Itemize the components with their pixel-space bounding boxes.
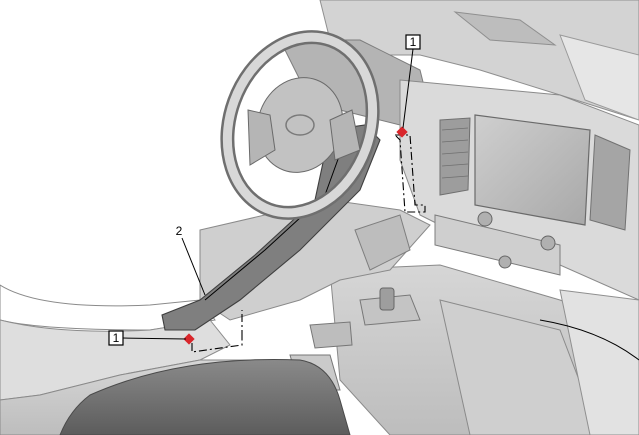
center-vent [439,117,471,196]
right-door-trim [559,289,639,435]
callout-1-lower-leader [122,337,187,340]
a-pillar-trim-highlight [204,139,346,301]
climate-knob-left [477,211,493,227]
upper-clip-location-outline [393,134,426,213]
console-side-panel [439,299,601,435]
a-pillar-trim-panel [161,124,381,331]
callout-2-leader [181,237,206,296]
dashboard-right-panel [559,34,639,121]
steering-wheel [220,30,380,220]
callout-2-label: 2 [176,224,183,238]
knee-bolster [354,214,411,271]
callout-1-upper-leader [402,48,414,129]
cupholder-tray [309,321,353,349]
door-trim-line [539,319,639,361]
climate-control-panel [434,214,561,276]
infotainment-screen [474,114,591,226]
clip-marker-lower [183,333,195,345]
callout-1-lower-label: 1 [113,331,120,345]
climate-knob-right [540,235,556,251]
right-vent [589,134,631,231]
gear-shifter [379,287,395,311]
dashboard-vent-slot [453,11,557,46]
left-door-opening [0,284,216,331]
driver-seat [59,358,351,435]
lower-clip-location-outline [191,338,243,353]
callout-1-upper-label: 1 [410,35,417,49]
climate-knob-lower [498,255,512,269]
center-vent-louvers [441,127,469,179]
callout-1-upper-box [405,34,421,50]
